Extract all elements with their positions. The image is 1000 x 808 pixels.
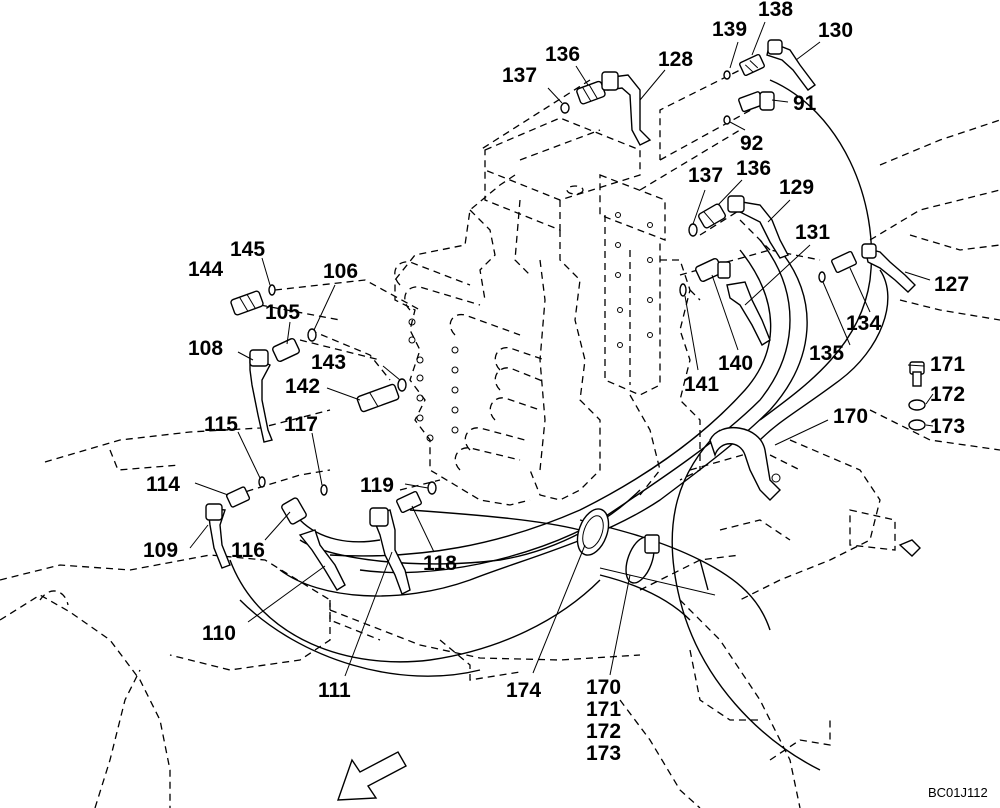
- oring-115: [258, 476, 266, 488]
- callout-145: 145: [230, 238, 265, 261]
- return-hose: [579, 429, 821, 771]
- callout-141: 141: [684, 373, 719, 396]
- callout-labels: 138 139 130 136 137 128 91 92 137 136 12…: [143, 0, 969, 765]
- oring-137-top: [560, 102, 570, 114]
- fitting-105: [272, 337, 300, 363]
- oring-106: [307, 328, 317, 342]
- fitting-140: [695, 257, 731, 283]
- callout-110: 110: [202, 622, 236, 645]
- callout-111: 111: [318, 679, 351, 702]
- callout-109: 109: [143, 539, 178, 562]
- hose-fitting-109: [205, 503, 231, 569]
- hose-fitting-110: [298, 529, 346, 591]
- callout-129: 129: [779, 176, 814, 199]
- chassis-outline: [0, 119, 1000, 808]
- oring-117: [320, 484, 328, 496]
- hose-fitting-127: [861, 243, 916, 293]
- callout-114: 114: [146, 473, 180, 496]
- callout-137-top: 137: [502, 64, 537, 87]
- callout-115: 115: [204, 413, 238, 436]
- fitting-91: [738, 91, 775, 113]
- hose-fitting-129: [727, 195, 789, 259]
- callout-173-lower: 173: [586, 742, 621, 765]
- callout-131: 131: [795, 221, 830, 244]
- oring-137-mid: [688, 223, 698, 237]
- control-valve-outline: [394, 117, 701, 506]
- callout-119: 119: [360, 474, 394, 497]
- connector-plug: [898, 539, 921, 557]
- callout-137-mid: 137: [688, 164, 723, 187]
- washer-173: [908, 419, 926, 431]
- callout-171-right: 171: [930, 353, 965, 376]
- fitting-136-top: [576, 80, 606, 105]
- front-direction-arrow-icon: [336, 751, 407, 801]
- oring-139: [723, 70, 731, 80]
- callout-143: 143: [311, 351, 346, 374]
- callout-171-lower: 171: [586, 698, 621, 721]
- fitting-134: [831, 250, 857, 274]
- clamp-170-upper: [709, 426, 781, 501]
- callout-118: 118: [423, 552, 457, 575]
- oring-141: [679, 283, 687, 297]
- callout-135: 135: [809, 342, 844, 365]
- callout-117: 117: [284, 413, 318, 436]
- callout-173-right: 173: [930, 415, 965, 438]
- callout-106: 106: [323, 260, 358, 283]
- fitting-138: [739, 53, 765, 77]
- hose-fitting-131: [726, 281, 771, 347]
- hose-fitting-111: [369, 507, 411, 595]
- oring-119: [427, 481, 437, 495]
- fitting-142: [356, 383, 400, 413]
- hose-fitting-128: [601, 71, 652, 146]
- hose-fitting-130: [766, 39, 816, 91]
- grommet-174: [576, 508, 610, 556]
- hose-clamp-tail: [599, 567, 716, 596]
- callout-130: 130: [818, 19, 853, 42]
- hose-fitting-108: [249, 349, 273, 443]
- fitting-136-mid: [698, 203, 726, 229]
- lock-washer-172: [908, 399, 926, 411]
- callout-108: 108: [188, 337, 223, 360]
- callout-105: 105: [265, 301, 300, 324]
- callout-128: 128: [658, 48, 693, 71]
- oring-145: [268, 284, 276, 296]
- callout-leaders: [189, 21, 934, 677]
- callout-170-upper: 170: [833, 405, 868, 428]
- callout-92: 92: [740, 132, 763, 155]
- oring-135: [818, 271, 826, 283]
- callout-136-top: 136: [545, 43, 580, 66]
- drawing-reference-code: BC01J112: [928, 785, 988, 800]
- fitting-118: [396, 490, 422, 514]
- callout-134: 134: [846, 312, 881, 335]
- callout-174: 174: [506, 679, 541, 702]
- hose-bundle: [229, 79, 889, 677]
- callout-142: 142: [285, 375, 320, 398]
- callout-172-right: 172: [930, 383, 965, 406]
- clamp-170-lower: [625, 534, 660, 584]
- callout-144: 144: [188, 258, 223, 281]
- callout-170-lower: 170: [586, 676, 621, 699]
- fitting-114: [225, 486, 251, 508]
- oring-143: [397, 378, 407, 392]
- callout-127: 127: [934, 273, 969, 296]
- callout-172-lower: 172: [586, 720, 621, 743]
- callout-140: 140: [718, 352, 753, 375]
- callout-138: 138: [758, 0, 793, 21]
- elbow-116: [281, 497, 307, 525]
- callout-136-mid: 136: [736, 157, 771, 180]
- fitting-144: [230, 290, 264, 316]
- callout-116: 116: [231, 539, 265, 562]
- callout-91: 91: [793, 92, 817, 115]
- callout-139: 139: [712, 18, 747, 41]
- oring-92: [723, 115, 731, 125]
